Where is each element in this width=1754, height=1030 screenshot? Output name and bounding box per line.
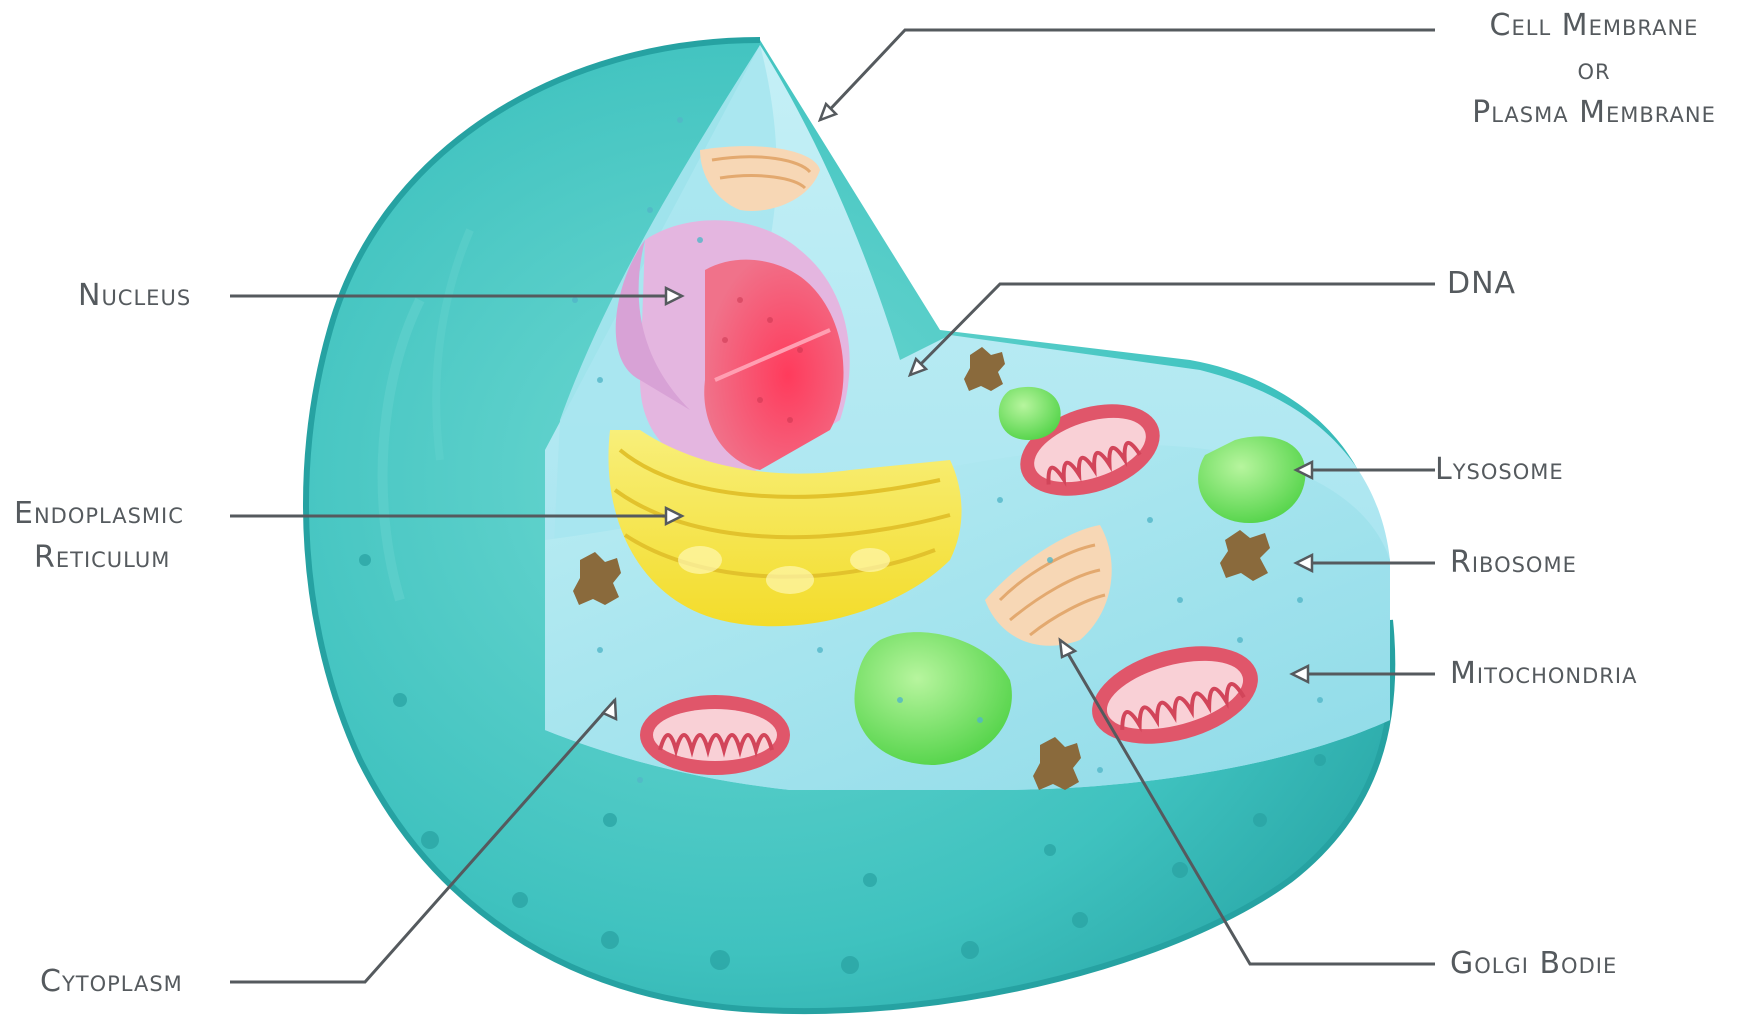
lysosome — [999, 387, 1061, 440]
ribosome — [1033, 737, 1081, 790]
label-dna: DNA — [1447, 262, 1516, 306]
label-er-line1: Endoplasmic — [14, 492, 184, 536]
label-endoplasmic-reticulum: Endoplasmic Reticulum — [14, 492, 184, 579]
label-ribosome: Ribosome — [1450, 541, 1577, 585]
label-cell-membrane: Cell Membrane or Plasma Membrane — [1435, 4, 1753, 135]
label-cell-membrane-line2: or — [1435, 48, 1753, 92]
mitochondrion — [640, 695, 790, 775]
ribosome — [573, 552, 621, 605]
label-golgi: Golgi Bodie — [1450, 942, 1617, 986]
label-cytoplasm: Cytoplasm — [40, 960, 183, 1004]
label-cell-membrane-line3: Plasma Membrane — [1435, 91, 1753, 135]
label-mitochondria: Mitochondria — [1450, 652, 1637, 696]
label-nucleus: Nucleus — [78, 274, 191, 318]
label-lysosome: Lysosome — [1435, 448, 1564, 492]
label-er-line2: Reticulum — [14, 536, 184, 580]
leader-cell-membrane — [820, 30, 1435, 120]
label-cell-membrane-line1: Cell Membrane — [1435, 4, 1753, 48]
